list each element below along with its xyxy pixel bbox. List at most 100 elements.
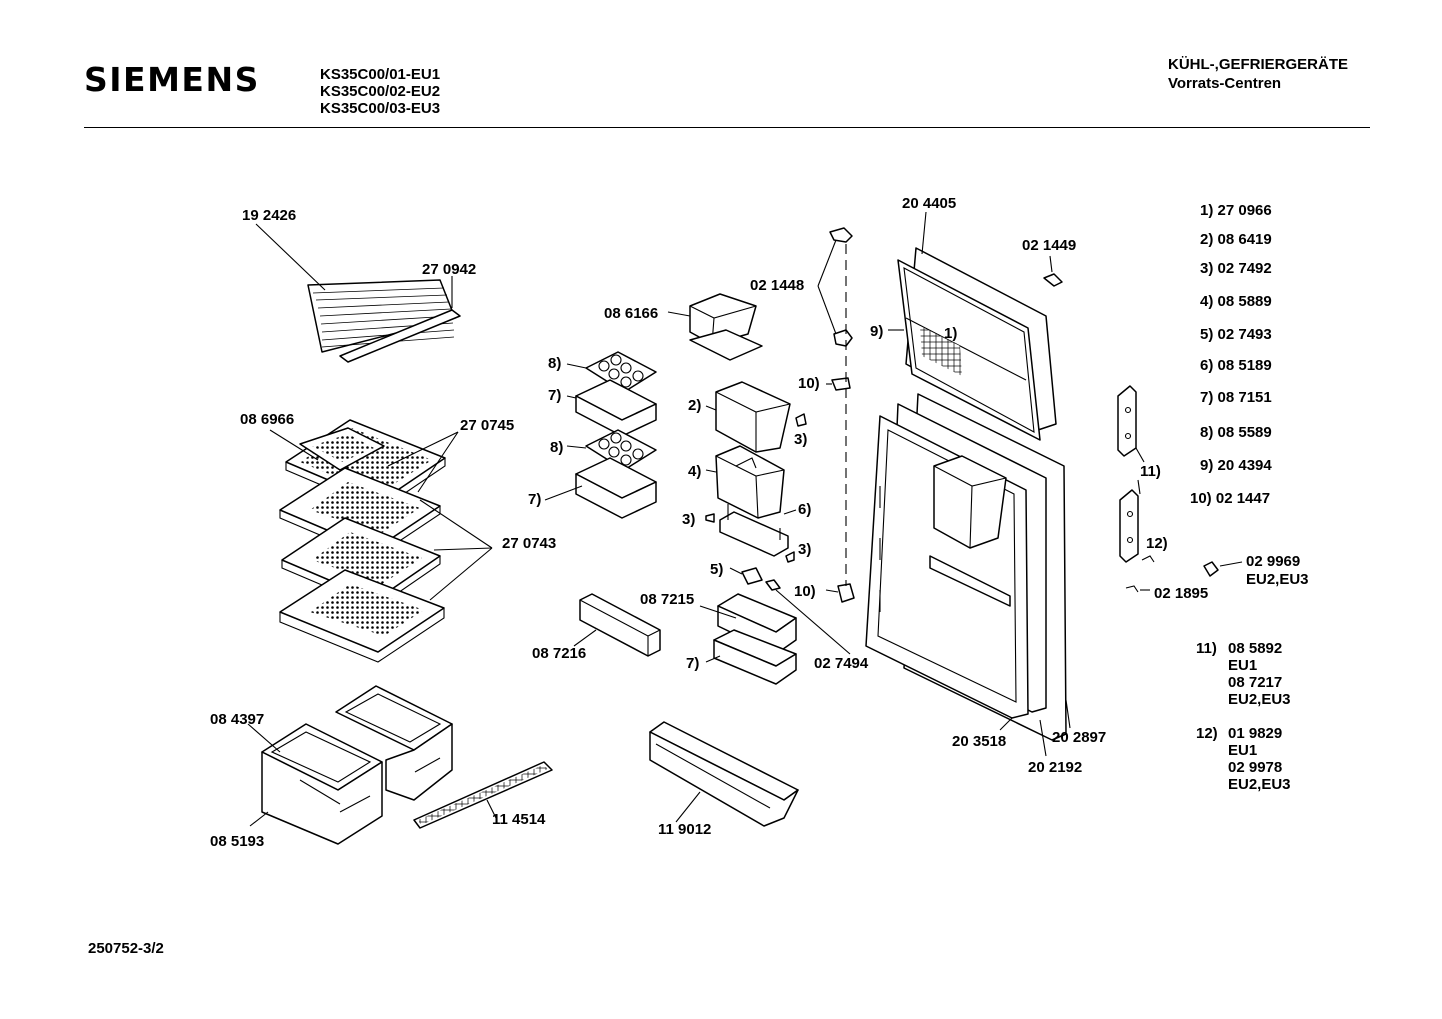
- part-label: 08 7215: [640, 591, 694, 608]
- door-tray: [649, 721, 799, 827]
- legend-ref: 12): [1196, 725, 1218, 742]
- legend-part: 08 7217: [1228, 674, 1283, 691]
- callout-6: 6): [798, 501, 811, 518]
- butter-compartment: [689, 293, 763, 361]
- legend-part: 27 0966: [1217, 202, 1272, 219]
- hinge-screw: [1141, 555, 1155, 563]
- callout-9: 9): [870, 323, 883, 340]
- legend-variant: EU1: [1228, 657, 1258, 674]
- part-label: 19 2426: [242, 207, 296, 224]
- fridge-door: [865, 393, 1067, 741]
- legend-ref: 8): [1200, 424, 1214, 441]
- egg-holder: [575, 379, 657, 437]
- legend-part: 02 7493: [1217, 326, 1272, 343]
- callout-7: 7): [686, 655, 699, 672]
- frame-drawer: [299, 427, 385, 471]
- legend-part: 02 9978: [1228, 759, 1283, 776]
- ventilation-grille: [413, 761, 553, 829]
- part-label: 20 2897: [1052, 729, 1106, 746]
- part-label: 20 4405: [902, 195, 956, 212]
- part-label: 02 7494: [814, 655, 869, 672]
- part-label: 08 4397: [210, 711, 264, 728]
- legend-item: 4) 08 5889: [1200, 293, 1272, 310]
- callout-2: 2): [688, 397, 701, 414]
- door-bin: [715, 445, 785, 519]
- legend-ref: 4): [1200, 293, 1214, 310]
- category-title: KÜHL-,GEFRIERGERÄTE: [1168, 56, 1348, 73]
- callout-7: 7): [548, 387, 561, 404]
- part-label: 20 2192: [1028, 759, 1082, 776]
- legend-ref: 1): [1200, 202, 1214, 219]
- part-label: 02 1449: [1022, 237, 1076, 254]
- part-label: 02 9969: [1246, 553, 1300, 570]
- part-label: 11 4514: [492, 811, 546, 828]
- bottle-holder: [717, 593, 797, 655]
- part-label: 02 1895: [1154, 585, 1208, 602]
- door-shelf-small: [579, 593, 661, 657]
- callout-1: 1): [944, 325, 957, 342]
- legend-ref: 3): [1200, 260, 1214, 277]
- legend-variant: EU2,EU3: [1228, 776, 1291, 793]
- model-number: KS35C00/03-EU3: [320, 100, 441, 117]
- crisper-drawer: [261, 723, 383, 845]
- shelf-trim-bar: [339, 309, 461, 363]
- part-label: 27 0745: [460, 417, 514, 434]
- callout-5: 5): [710, 561, 723, 578]
- category-subtitle: Vorrats-Centren: [1168, 75, 1282, 92]
- part-label: 08 6966: [240, 411, 294, 428]
- legend-variant: EU1: [1228, 742, 1258, 759]
- legend-item: 1) 27 0966: [1200, 202, 1272, 219]
- part-label: 27 0743: [502, 535, 556, 552]
- callout-8: 8): [548, 355, 561, 372]
- callout-12: 12): [1146, 535, 1168, 552]
- legend-ref: 6): [1200, 357, 1214, 374]
- legend-ref: 10): [1190, 490, 1212, 507]
- legend-item: 5) 02 7493: [1200, 326, 1272, 343]
- legend-variant-item: 11) 08 5892 EU1 08 7217 EU2,EU3: [1196, 640, 1291, 708]
- glass-shelf-stack: [279, 419, 446, 663]
- hinge-spring: [741, 567, 781, 591]
- callout-10: 10): [794, 583, 816, 600]
- legend-part: 08 6419: [1217, 231, 1272, 248]
- legend-part: 08 5892: [1228, 640, 1283, 657]
- legend-part: 01 9829: [1228, 725, 1283, 742]
- legend-item: 2) 08 6419: [1200, 231, 1272, 248]
- callout-3: 3): [682, 511, 695, 528]
- callout-10: 10): [798, 375, 820, 392]
- callout-4: 4): [688, 463, 701, 480]
- category-heading: KÜHL-,GEFRIERGERÄTE Vorrats-Centren: [1168, 55, 1348, 93]
- part-label: 08 6166: [604, 305, 658, 322]
- callout-3: 3): [798, 541, 811, 558]
- model-number: KS35C00/02-EU2: [320, 83, 441, 100]
- freezer-door: [897, 247, 1057, 441]
- legend-ref: 2): [1200, 231, 1214, 248]
- door-bin: [715, 381, 791, 453]
- document-number: 250752-3/2: [88, 940, 164, 957]
- part-label: 11 9012: [658, 821, 711, 838]
- part-label: EU2,EU3: [1246, 571, 1309, 588]
- egg-holder: [575, 457, 657, 519]
- model-list: KS35C00/01-EU1 KS35C00/02-EU2 KS35C00/03…: [320, 66, 440, 117]
- hinge-cover: [1043, 273, 1063, 287]
- legend-ref: 9): [1200, 457, 1214, 474]
- legend-part: 08 5889: [1217, 293, 1272, 310]
- plug-cap: [1203, 561, 1219, 577]
- hinge-bracket: [1117, 385, 1137, 457]
- legend-item: 10) 02 1447: [1190, 490, 1270, 507]
- callout-7: 7): [528, 491, 541, 508]
- legend-item: 6) 08 5189: [1200, 357, 1272, 374]
- door-screw: [1125, 585, 1139, 593]
- legend-ref: 11): [1196, 640, 1217, 657]
- legend-item: 7) 08 7151: [1200, 389, 1272, 406]
- part-label: 27 0942: [422, 261, 476, 278]
- legend-variant: EU2,EU3: [1228, 691, 1291, 708]
- part-label: 20 3518: [952, 733, 1006, 750]
- legend-part: 08 5189: [1217, 357, 1272, 374]
- callout-3: 3): [794, 431, 807, 448]
- part-label: 08 5193: [210, 833, 264, 850]
- legend-part: 02 7492: [1217, 260, 1272, 277]
- header-divider: [84, 127, 1370, 128]
- crisper-drawer: [335, 685, 453, 801]
- callout-11: 11): [1140, 463, 1161, 480]
